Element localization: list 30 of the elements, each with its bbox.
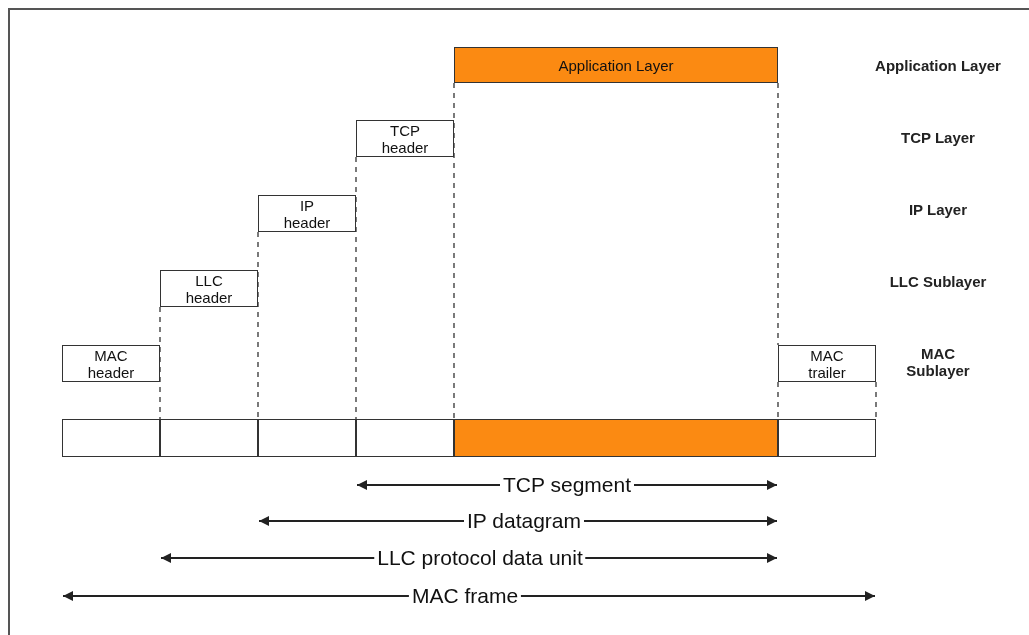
box-label: TCP header [380,121,430,156]
header-box [356,120,454,157]
dashed-connector [355,156,357,420]
layer-label: MAC Sublayer [905,345,971,379]
dashed-connector [453,82,455,420]
layer-box [454,47,778,83]
box-label: MAC trailer [807,346,847,381]
frame-cell [778,419,876,457]
header-box [160,270,258,307]
layer-label: Application Layer [874,57,1002,74]
trailer-box [778,345,876,382]
frame-cell [62,419,160,457]
dashed-connector [777,381,779,420]
box-label: IP header [282,196,332,231]
dashed-connector [257,231,259,420]
frame-cell [356,419,454,457]
frame-cell [258,419,356,457]
dashed-connector [875,381,877,420]
frame-cell [454,419,778,457]
box-label: MAC header [86,346,136,381]
layer-label: LLC Sublayer [888,273,988,290]
box-label: LLC header [184,271,234,306]
layer-label: IP Layer [907,201,969,218]
layer-label: TCP Layer [900,129,976,146]
box-label: Application Layer [557,56,675,74]
dashed-connector [159,306,161,420]
dashed-connector [777,82,779,346]
frame-cell [160,419,258,457]
header-box [62,345,160,382]
header-box [258,195,356,232]
